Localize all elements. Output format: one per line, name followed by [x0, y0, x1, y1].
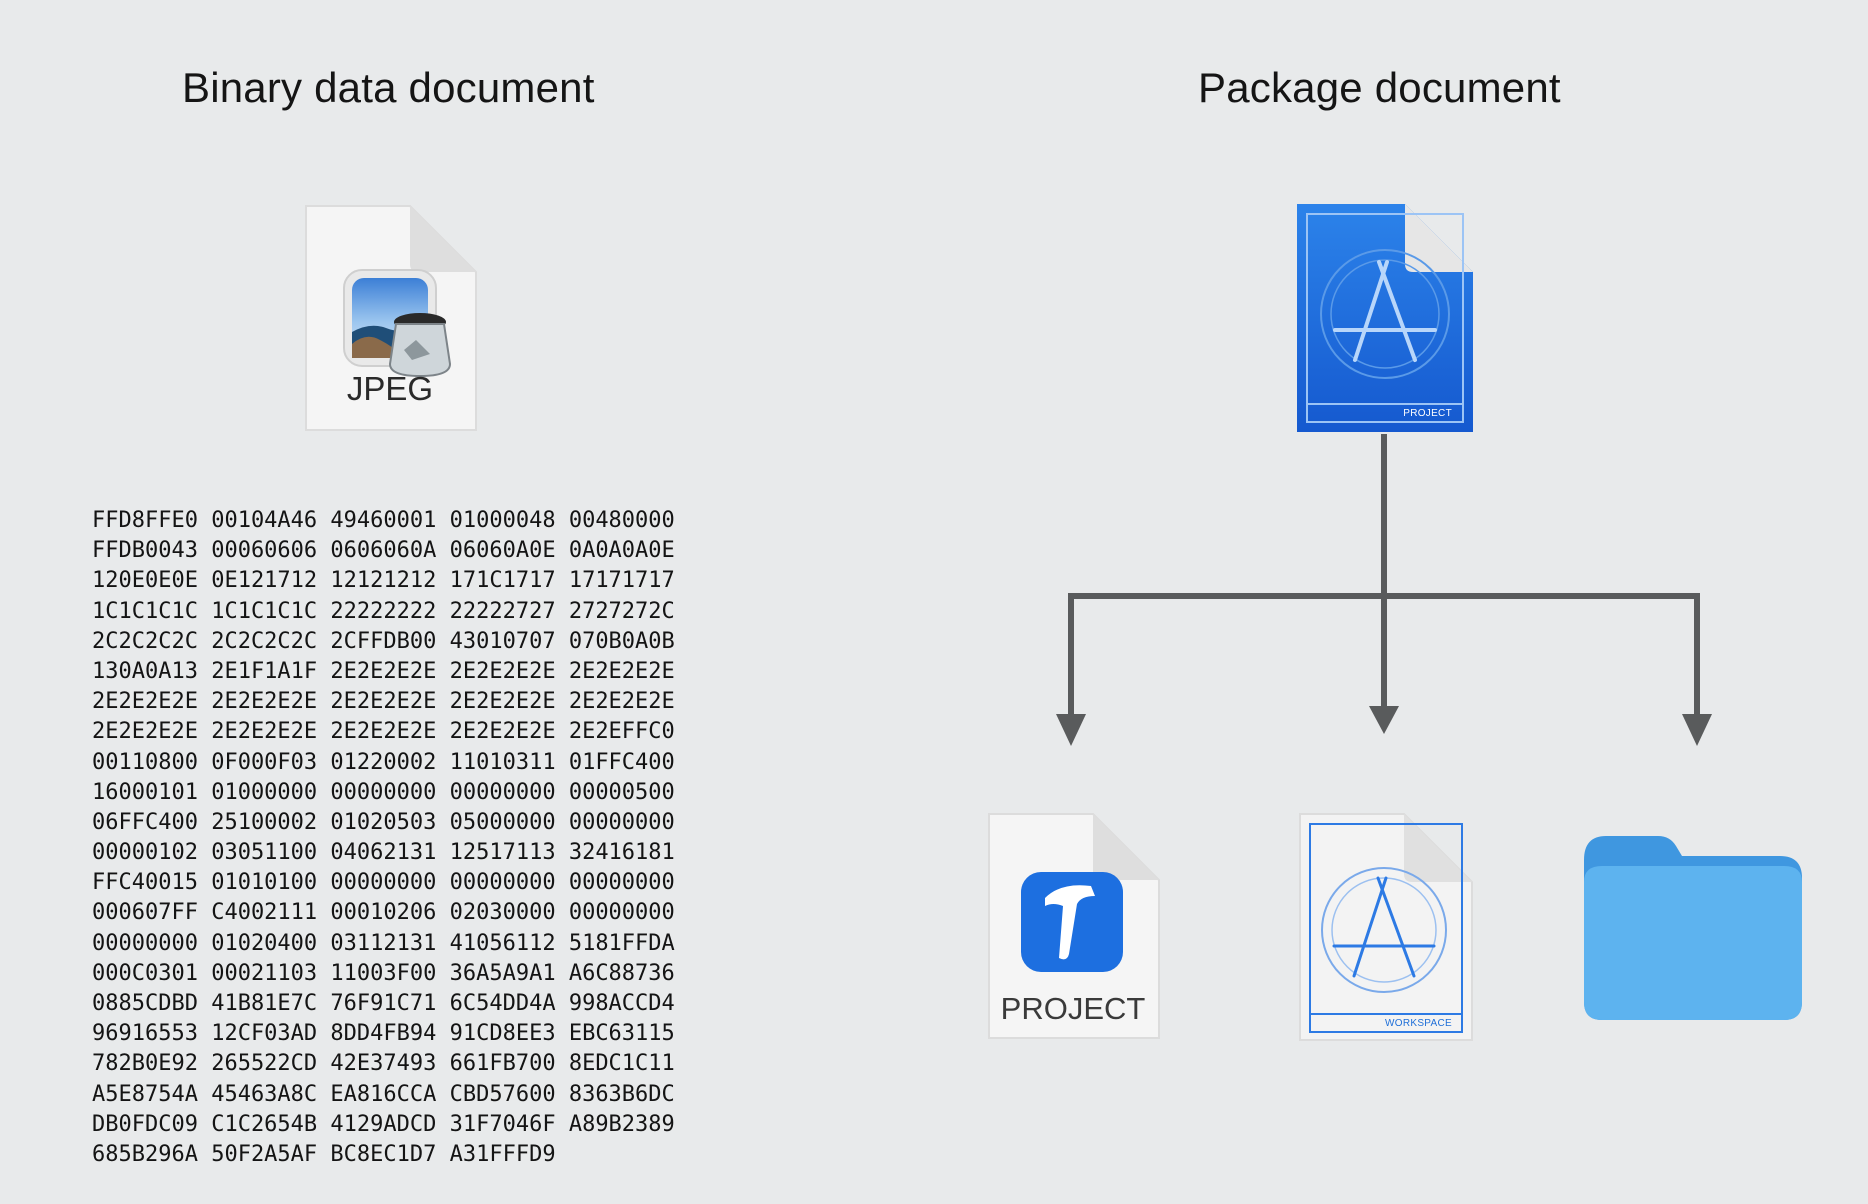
hex-row: DB0FDC09 C1C2654B 4129ADCD 31F7046F A89B… — [92, 1111, 675, 1137]
jpeg-icon-label: JPEG — [346, 370, 434, 407]
hex-row: A5E8754A 45463A8C EA816CCA CBD57600 8363… — [92, 1081, 675, 1107]
hex-row: 00000102 03051100 04062131 12517113 3241… — [92, 840, 675, 866]
hex-row: 16000101 01000000 00000000 00000000 0000… — [92, 779, 675, 805]
hex-row: FFDB0043 00060606 0606060A 06060A0E 0A0A… — [92, 538, 675, 564]
xcode-project-file-icon — [988, 813, 1160, 1039]
hex-row: 782B0E92 265522CD 42E37493 661FB700 8EDC… — [92, 1051, 675, 1077]
hex-row: 2E2E2E2E 2E2E2E2E 2E2E2E2E 2E2E2E2E 2E2E… — [92, 719, 675, 745]
xcode-workspace-icon — [1299, 813, 1473, 1041]
project-file-label: PROJECT — [1000, 991, 1146, 1026]
hex-dump: FFD8FFE0 00104A46 49460001 01000048 0048… — [92, 506, 675, 1170]
hex-row: 000607FF C4002111 00010206 02030000 0000… — [92, 900, 675, 926]
hex-row: 0885CDBD 41B81E7C 76F91C71 6C54DD4A 998A… — [92, 991, 675, 1016]
hex-row: 120E0E0E 0E121712 12121212 171C1717 1717… — [92, 568, 675, 594]
workspace-icon-label: WORKSPACE — [1385, 1018, 1452, 1029]
hex-row: 000C0301 00021103 11003F00 36A5A9A1 A6C8… — [92, 960, 675, 986]
folder-icon — [1584, 836, 1802, 1020]
xcode-project-package-icon — [1297, 204, 1473, 432]
hex-row: 00110800 0F000F03 01220002 11010311 01FF… — [92, 749, 675, 775]
hex-row: 2E2E2E2E 2E2E2E2E 2E2E2E2E 2E2E2E2E 2E2E… — [92, 689, 675, 715]
hex-row: 2C2C2C2C 2C2C2C2C 2CFFDB00 43010707 070B… — [92, 628, 675, 654]
hex-row: FFC40015 01010100 00000000 00000000 0000… — [92, 870, 675, 896]
jpeg-document-icon — [305, 205, 477, 431]
package-document-title: Package document — [1198, 64, 1561, 111]
hex-row: 1C1C1C1C 1C1C1C1C 22222222 22222727 2727… — [92, 598, 675, 624]
hex-row: 130A0A13 2E1F1A1F 2E2E2E2E 2E2E2E2E 2E2E… — [92, 658, 675, 684]
package-icon-label: PROJECT — [1403, 408, 1452, 419]
binary-document-title: Binary data document — [182, 64, 595, 111]
hex-row: FFD8FFE0 00104A46 49460001 01000048 0048… — [92, 508, 675, 533]
hex-row: 06FFC400 25100002 01020503 05000000 0000… — [92, 809, 675, 835]
hex-row: 00000000 01020400 03112131 41056112 5181… — [92, 930, 675, 956]
hex-row: 96916553 12CF03AD 8DD4FB94 91CD8EE3 EBC6… — [92, 1021, 675, 1047]
hex-row: 685B296A 50F2A5AF BC8EC1D7 A31FFFD9 — [92, 1141, 556, 1167]
